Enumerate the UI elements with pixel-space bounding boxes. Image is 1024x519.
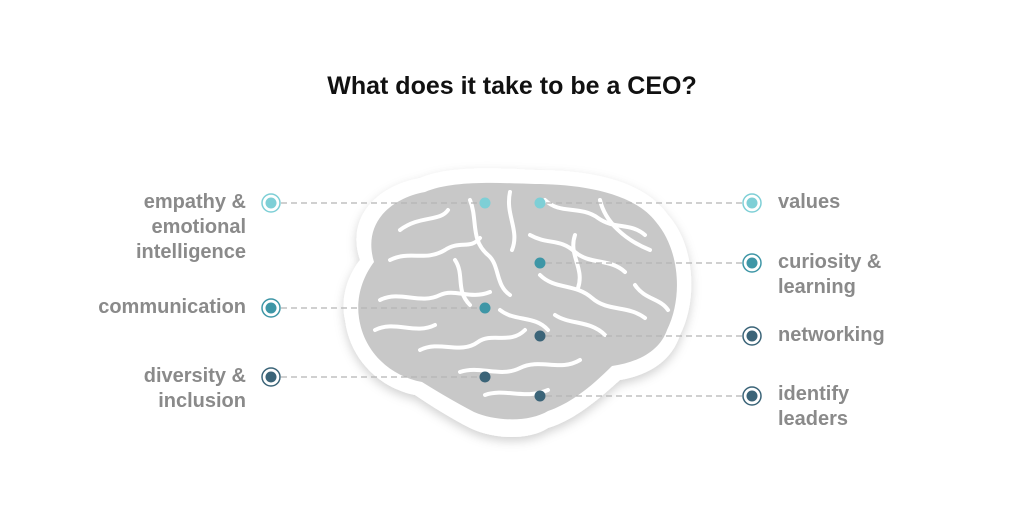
page-title: What does it take to be a CEO?	[327, 72, 697, 100]
node-dot-communication	[265, 302, 277, 314]
brain-point-diversity	[479, 371, 491, 383]
brain-point-communication	[479, 302, 491, 314]
brain-icon	[358, 182, 677, 420]
brain-point-curiosity	[534, 257, 546, 269]
node-dot-identify-leaders	[746, 390, 758, 402]
connectors	[271, 202, 752, 397]
node-dot-diversity	[265, 371, 277, 383]
brain-point-networking	[534, 330, 546, 342]
brain-point-identify-leaders	[534, 390, 546, 402]
label-empathy: empathy & emotional intelligence	[135, 191, 246, 263]
node-dot-curiosity	[746, 257, 758, 269]
label-curiosity: curiosity & learning	[778, 251, 882, 298]
node-dot-values	[746, 197, 758, 209]
nodes	[261, 193, 762, 406]
node-dot-networking	[746, 330, 758, 342]
brain-point-values	[534, 197, 546, 209]
label-diversity: diversity & inclusion	[143, 365, 246, 412]
label-identify-leaders: identify leaders	[778, 383, 850, 430]
label-networking: networking	[778, 324, 885, 346]
brain-point-empathy	[479, 197, 491, 209]
node-dot-empathy	[265, 197, 277, 209]
label-communication: communication	[98, 296, 246, 318]
label-values: values	[778, 191, 841, 213]
